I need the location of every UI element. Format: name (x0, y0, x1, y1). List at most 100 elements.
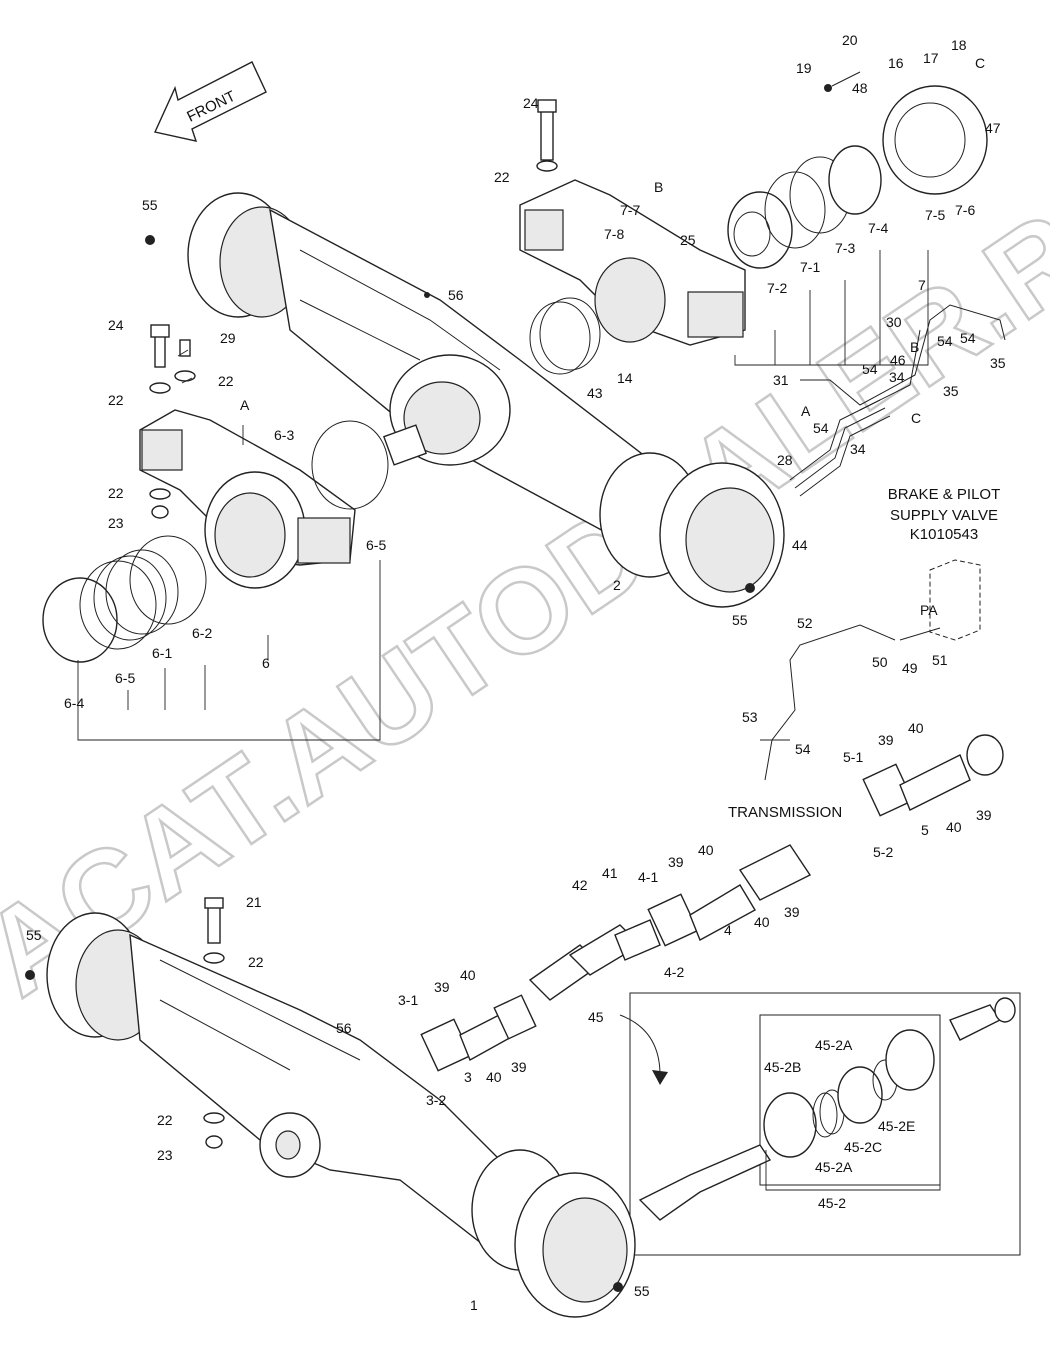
callout-45-2: 45-2 (818, 1195, 846, 1211)
brake-pack (727, 85, 988, 269)
callout-20: 20 (842, 32, 858, 48)
callout-40-a: 40 (908, 720, 924, 736)
callout-40-e: 40 (460, 967, 476, 983)
callout-c-mid: C (911, 410, 921, 426)
callout-47: 47 (985, 120, 1001, 136)
callout-45-2e: 45-2E (878, 1118, 915, 1134)
axle-support-front (139, 409, 356, 589)
callout-56-rear: 56 (336, 1020, 352, 1036)
callouts: 20 19 16 17 18 C 48 47 24 22 B 7-7 7-8 2… (26, 32, 1006, 1313)
callout-55-front-right: 55 (732, 612, 748, 628)
callout-7-1: 7-1 (800, 259, 820, 275)
watermark: ACAT.AUTODEALER.RU (0, 138, 1050, 1022)
callout-22-rear-top: 22 (248, 954, 264, 970)
callout-6: 6 (262, 655, 270, 671)
callout-6-2: 6-2 (192, 625, 212, 641)
callout-40-b: 40 (946, 819, 962, 835)
callout-40-f: 40 (486, 1069, 502, 1085)
callout-3-2: 3-2 (426, 1092, 446, 1108)
callout-7-3: 7-3 (835, 240, 855, 256)
callout-41: 41 (602, 865, 618, 881)
seal-rings-14-43 (529, 297, 601, 375)
callout-29: 29 (220, 330, 236, 346)
callout-14: 14 (617, 370, 633, 386)
callout-34-a: 34 (889, 369, 905, 385)
callout-22-rear-bottom: 22 (157, 1112, 173, 1128)
callout-39-d: 39 (784, 904, 800, 920)
callout-4-2: 4-2 (664, 964, 684, 980)
callout-c-top: C (975, 55, 985, 71)
drive-shaft-5 (862, 734, 1004, 817)
front-axle-assembly (187, 192, 785, 608)
callout-5-2: 5-2 (873, 844, 893, 860)
callout-24-top: 24 (523, 95, 539, 111)
valve-port-pa: PA (920, 602, 938, 618)
valve-title-line1: BRAKE & PILOT (888, 486, 1001, 503)
callout-40-c: 40 (698, 842, 714, 858)
callout-22-top: 22 (494, 169, 510, 185)
rear-axle-assembly (46, 912, 636, 1318)
drive-shaft-45 (528, 919, 661, 1001)
callout-a-mid: A (801, 403, 811, 419)
callout-50: 50 (872, 654, 888, 670)
brake-piping (760, 304, 1006, 781)
callout-25: 25 (680, 232, 696, 248)
callout-b-top: B (654, 179, 663, 195)
callout-7-5: 7-5 (925, 207, 945, 223)
callout-5: 5 (921, 822, 929, 838)
callout-51: 51 (932, 652, 948, 668)
callout-39-a: 39 (878, 732, 894, 748)
callout-42: 42 (572, 877, 588, 893)
seal-rings-6 (42, 420, 389, 663)
callout-45-2a-bottom: 45-2A (815, 1159, 853, 1175)
callout-23-top: 23 (108, 515, 124, 531)
detail-box-45-2 (619, 992, 1021, 1256)
callout-3-1: 3-1 (398, 992, 418, 1008)
transmission-label: TRANSMISSION (728, 804, 842, 821)
callout-23-rear: 23 (157, 1147, 173, 1163)
callout-45-2a-top: 45-2A (815, 1037, 853, 1053)
callout-7-2: 7-2 (767, 280, 787, 296)
valve-title-line2: SUPPLY VALVE (890, 507, 998, 524)
callout-54-e: 54 (795, 741, 811, 757)
callout-54-d: 54 (813, 420, 829, 436)
callout-5-1: 5-1 (843, 749, 863, 765)
axle-support-rear (519, 179, 746, 346)
leader-lines (77, 250, 941, 1191)
callout-6-1: 6-1 (152, 645, 172, 661)
callout-2: 2 (613, 577, 621, 593)
callout-55-front-top: 55 (142, 197, 158, 213)
callout-39-c: 39 (668, 854, 684, 870)
callout-39-e: 39 (434, 979, 450, 995)
callout-4: 4 (724, 922, 732, 938)
callout-4-1: 4-1 (638, 869, 658, 885)
callout-b-mid: B (910, 339, 919, 355)
callout-3: 3 (464, 1069, 472, 1085)
callout-35-b: 35 (943, 383, 959, 399)
callout-54-b: 54 (960, 330, 976, 346)
drive-shaft-3 (420, 994, 537, 1072)
callout-7-6: 7-6 (955, 202, 975, 218)
callout-21: 21 (246, 894, 262, 910)
callout-7: 7 (918, 277, 926, 293)
drive-shaft-4 (647, 844, 812, 947)
callout-22-lower-left: 22 (108, 485, 124, 501)
callout-44: 44 (792, 537, 808, 553)
callout-43: 43 (587, 385, 603, 401)
bolts (25, 71, 861, 1292)
callout-52: 52 (797, 615, 813, 631)
callout-48: 48 (852, 80, 868, 96)
callout-6-5-left: 6-5 (115, 670, 135, 686)
callout-28: 28 (777, 452, 793, 468)
callout-35-a: 35 (990, 355, 1006, 371)
callout-56-top: 56 (448, 287, 464, 303)
brake-pilot-valve (899, 559, 981, 641)
callout-31: 31 (773, 372, 789, 388)
callout-17: 17 (923, 50, 939, 66)
callout-a-left: A (240, 397, 250, 413)
front-arrow: FRONT (154, 61, 267, 142)
callout-39-f: 39 (511, 1059, 527, 1075)
callout-22-left: 22 (108, 392, 124, 408)
callout-7-4: 7-4 (868, 220, 888, 236)
